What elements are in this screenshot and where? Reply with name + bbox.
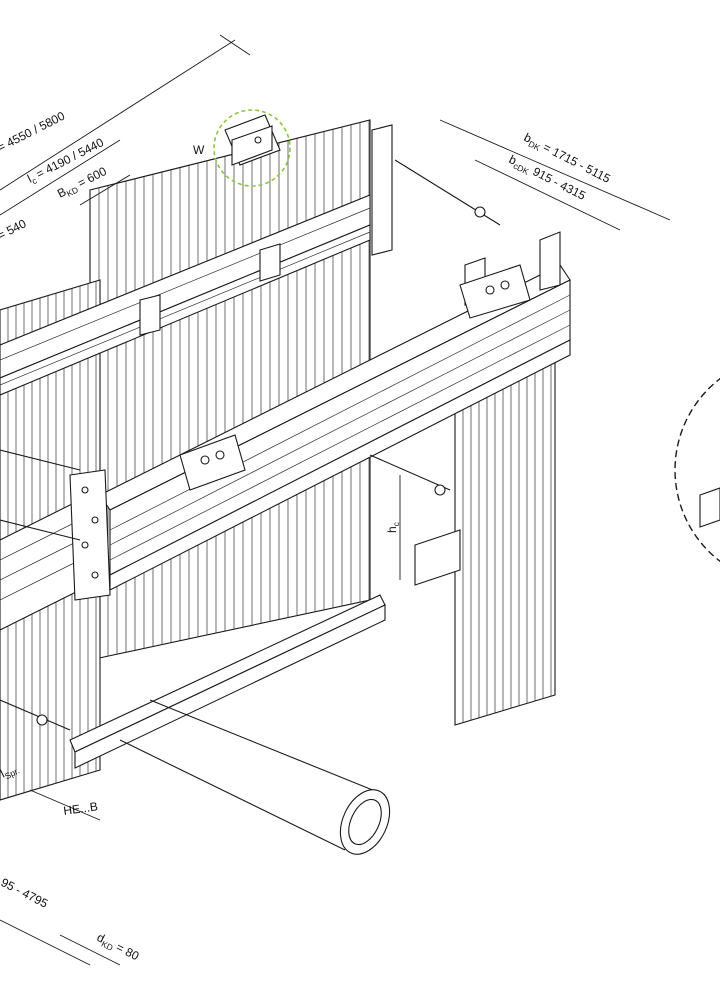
dimension-lines: [0, 34, 671, 966]
pipe: [119, 699, 391, 855]
label-540: = 540: [0, 216, 29, 242]
detail-w-highlight: [213, 109, 291, 187]
struts: [0, 159, 501, 731]
label-l-total: = 4550 / 5800: [0, 109, 67, 155]
end-plate-left: [69, 469, 111, 601]
label-hc: hc: [385, 521, 401, 533]
label-d-kd: dKD= 80: [94, 930, 142, 965]
bracket-clamps: [179, 264, 531, 491]
front-main-waler: [99, 264, 571, 591]
detail-circle-right: [674, 377, 720, 563]
upper-back-waler: [0, 194, 371, 396]
label-he-b: HE...B: [62, 799, 98, 818]
label-w: W: [193, 143, 205, 157]
corner-post-top-right: [371, 124, 561, 306]
he-beam-bottom: [69, 529, 461, 769]
label-4795: 95 - 4795: [0, 875, 50, 911]
right-sheet-piles: [454, 299, 556, 726]
